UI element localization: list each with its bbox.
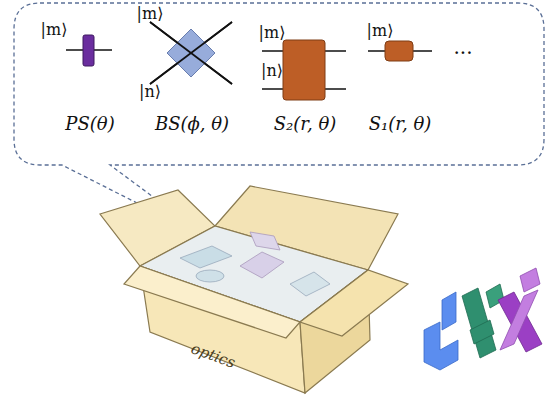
two-mode-squeezer (283, 40, 325, 100)
state-label: |m⟩ (367, 23, 394, 39)
state-label: |m⟩ (137, 6, 164, 22)
state-label: |m⟩ (41, 22, 68, 38)
ellipsis: ... (453, 37, 472, 57)
state-label: |m⟩ (259, 25, 286, 41)
gate-name: BS(ϕ, θ) (155, 115, 229, 133)
jax-logo (424, 268, 542, 370)
gate-name: S₂(r, θ) (274, 115, 337, 133)
state-label: |n⟩ (139, 84, 161, 100)
gate-name: S₁(r, θ) (369, 115, 432, 133)
gate-name: PS(θ) (65, 115, 114, 133)
single-mode-squeezer (385, 41, 413, 61)
phase-shifter (83, 35, 94, 66)
state-label: |n⟩ (261, 63, 283, 79)
